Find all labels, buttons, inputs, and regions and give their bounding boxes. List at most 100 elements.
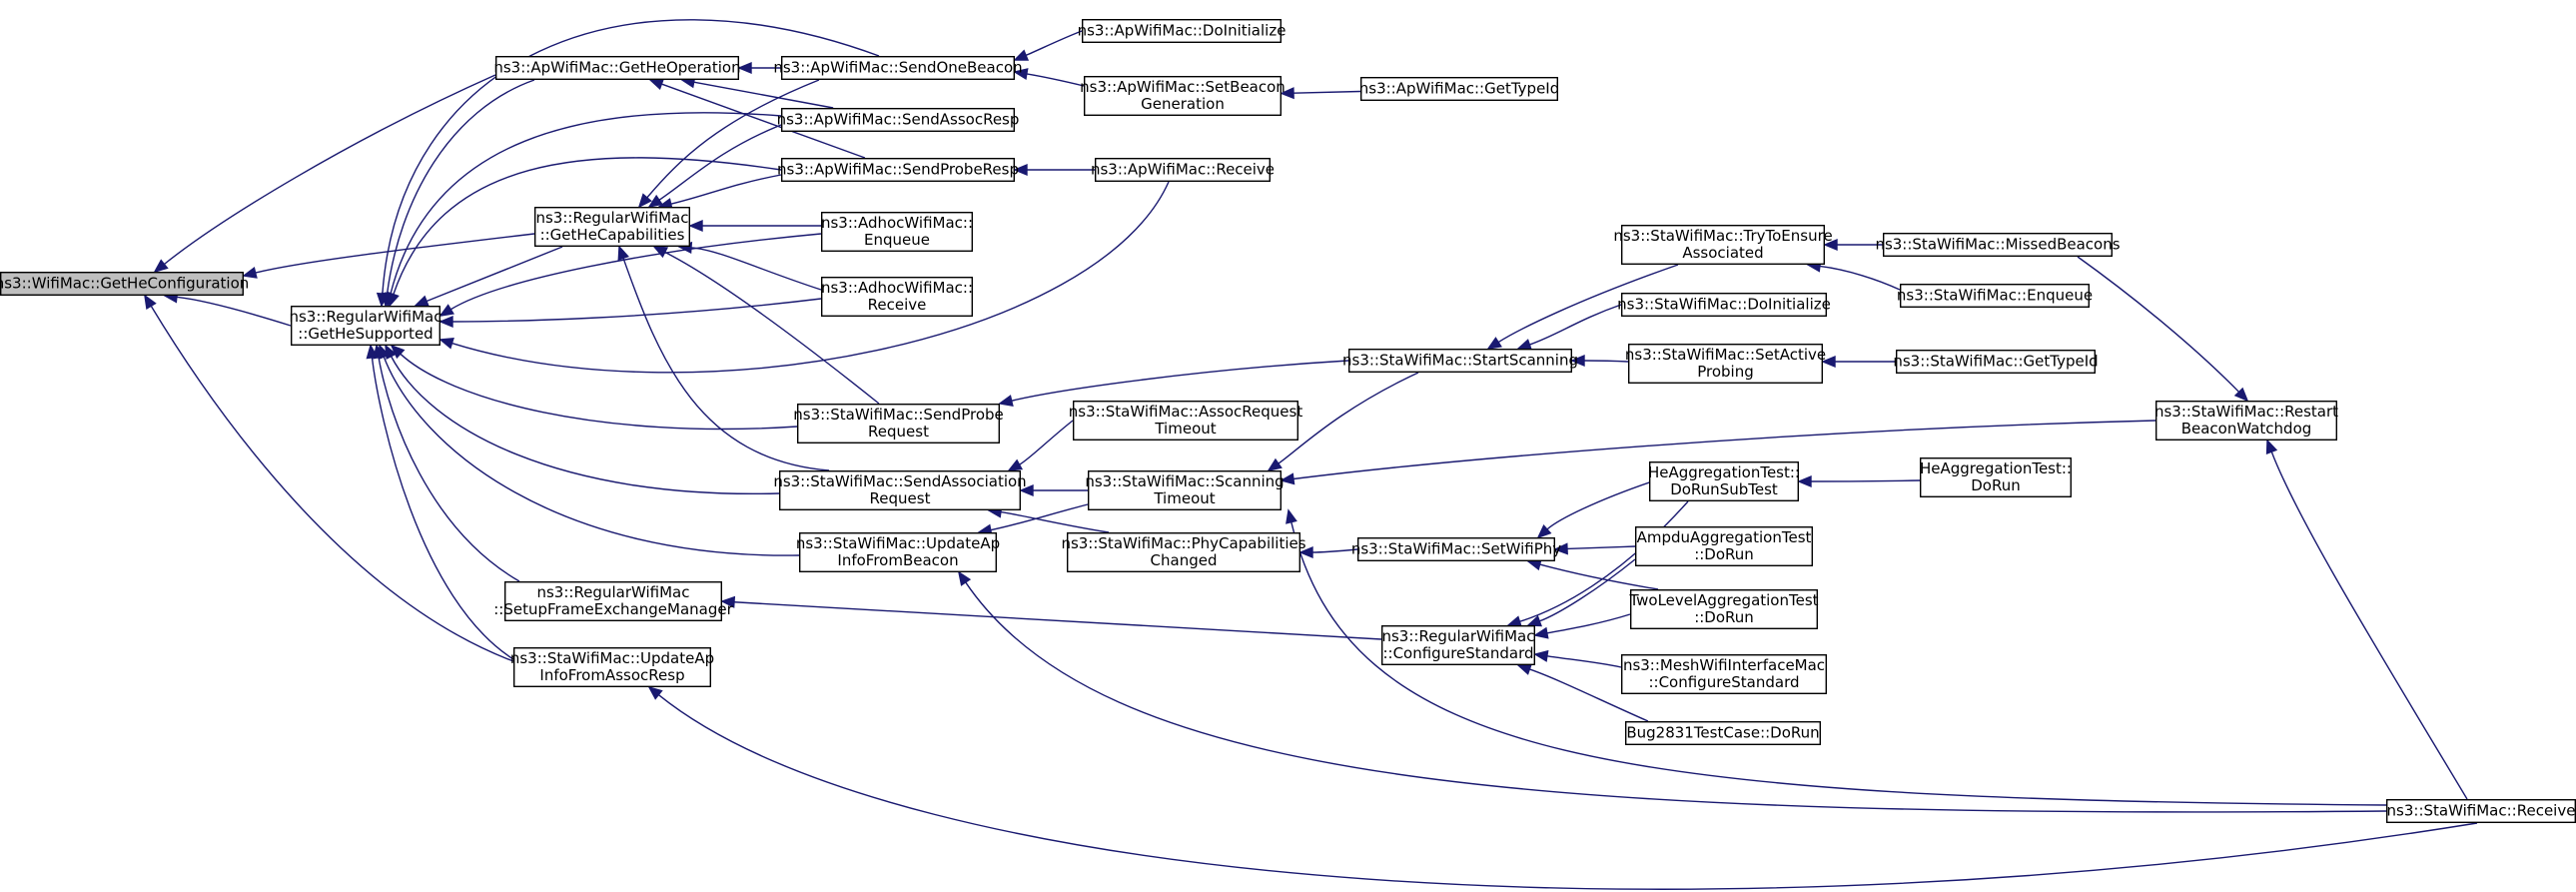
node-sta_startscanning[interactable]: ns3::StaWifiMac::StartScanning [1342, 349, 1578, 374]
edge-bug2831_dorun-to-rw_configurestandard [1516, 663, 1649, 722]
edge-line [382, 19, 880, 295]
edge-line [1546, 478, 1659, 530]
edge-sta_sendassoc-to-rw_gethecapabilities [617, 245, 830, 471]
edge-line [163, 74, 496, 266]
edge-ap_receive-to-rw_gethesupported [438, 181, 1170, 374]
node-ap_sendonebeacon[interactable]: ns3::ApWifiMac::SendOneBeacon [773, 56, 1023, 81]
edge-arrowhead [652, 246, 669, 259]
edge-line [393, 157, 782, 295]
edge-arrowhead [1553, 542, 1568, 555]
node-ampdu_dorun[interactable]: AmpduAggregationTest::DoRun [1634, 526, 1813, 567]
edge-sta_trytoensure-to-sta_startscanning [1486, 264, 1679, 350]
node-sta_missedbeacons[interactable]: ns3::StaWifiMac::MissedBeacons [1875, 232, 2121, 257]
edge-arrowhead [1013, 49, 1030, 61]
node-ap_gettypeid[interactable]: ns3::ApWifiMac::GetTypeId [1359, 76, 1560, 101]
node-sta_enqueue[interactable]: ns3::StaWifiMac::Enqueue [1897, 284, 2093, 309]
edge-sta_updateap_assoc-to-root [144, 294, 514, 662]
edge-line [383, 356, 800, 556]
node-rw_gethesupported[interactable]: ns3::RegularWifiMac::GetHeSupported [289, 306, 442, 347]
edge-sta_receive-to-sta_updateap_beacon [957, 570, 2387, 813]
edge-line [1000, 510, 1110, 533]
node-label: BeaconWatchdog [2181, 420, 2312, 438]
node-mesh_configurestandard[interactable]: ns3::MeshWifiInterfaceMac::ConfigureStan… [1620, 654, 1827, 695]
node-adhoc_enqueue[interactable]: ns3::AdhocWifiMac::Enqueue [821, 211, 973, 252]
edge-arrowhead [1821, 355, 1836, 369]
node-heagg_dorun[interactable]: HeAggregationTest::DoRun [1919, 457, 2072, 498]
edge-line [150, 305, 514, 662]
edge-sta_missedbeacons-to-sta_restartbeacon [2077, 256, 2249, 403]
node-label: ns3::StaWifiMac::SendAssociation [773, 472, 1026, 490]
node-label: Associated [1682, 244, 1763, 262]
node-ap_doinitialize[interactable]: ns3::ApWifiMac::DoInitialize [1078, 19, 1287, 44]
node-ap_receive[interactable]: ns3::ApWifiMac::Receive [1091, 157, 1275, 182]
edge-sta_setactiveprobing-to-sta_startscanning [1570, 354, 1629, 368]
node-box [1087, 470, 1282, 511]
node-box [797, 404, 1001, 445]
node-label: ns3::ApWifiMac::Receive [1091, 161, 1275, 179]
node-label: ns3::StaWifiMac::UpdateAp [796, 534, 1000, 552]
node-sta_gettypeid[interactable]: ns3::StaWifiMac::GetTypeId [1893, 350, 2099, 375]
node-sta_receive[interactable]: ns3::StaWifiMac::Receive [2385, 799, 2576, 824]
edge-line [378, 357, 520, 582]
node-rw_setupframe[interactable]: ns3::RegularWifiMac::SetupFrameExchangeM… [493, 581, 734, 622]
edge-arrowhead [438, 315, 453, 329]
node-heagg_dorunsubtest[interactable]: HeAggregationTest::DoRunSubTest [1648, 461, 1800, 502]
node-box [1620, 293, 1827, 318]
edge-sta_receive-to-sta_restartbeacon [2265, 439, 2468, 800]
edge-line [646, 79, 820, 199]
node-ap_sendassocresp[interactable]: ns3::ApWifiMac::SendAssocResp [777, 107, 1020, 132]
edge-ap_sendproberesp-to-ap_getheoperation [648, 78, 866, 159]
node-label: Receive [868, 296, 927, 314]
node-sta_doinitialize[interactable]: ns3::StaWifiMac::DoInitialize [1617, 293, 1831, 318]
node-sta_updateap_assoc[interactable]: ns3::StaWifiMac::UpdateApInfoFromAssocRe… [510, 647, 714, 688]
edge-arrowhead [1280, 87, 1294, 100]
edge-arrowhead [1797, 474, 1812, 488]
edge-adhoc_receive-to-rw_gethesupported [438, 298, 822, 329]
node-label: ns3::RegularWifiMac [289, 308, 441, 326]
node-sta_setwifiphy[interactable]: ns3::StaWifiMac::SetWifiPhy [1351, 537, 1561, 562]
edge-sta_scanningtimeout-to-sta_sendassoc [1019, 483, 1089, 497]
edge-layer [144, 19, 2478, 890]
edge-sta_enqueue-to-sta_trytoensure [1806, 260, 1901, 291]
edge-arrowhead [617, 245, 629, 261]
edge-line [390, 356, 780, 495]
edge-arrowhead [1533, 649, 1549, 662]
edge-arrowhead [637, 193, 652, 209]
node-ap_sendproberesp[interactable]: ns3::ApWifiMac::SendProbeResp [777, 157, 1019, 182]
node-box [781, 157, 1016, 182]
node-label: ns3::ApWifiMac::GetHeOperation [493, 59, 740, 77]
node-box [291, 306, 441, 347]
edge-line [733, 601, 1382, 640]
node-label: ns3::StaWifiMac::TryToEnsure [1613, 227, 1832, 245]
edge-line [1566, 545, 1636, 550]
edge-line [451, 181, 1170, 374]
edge-line [1583, 360, 1629, 363]
edge-arrowhead [242, 267, 258, 279]
node-adhoc_receive[interactable]: ns3::AdhocWifiMac::Receive [821, 277, 973, 318]
node-label: ns3::MeshWifiInterfaceMac [1623, 656, 1825, 674]
node-label: ns3::StaWifiMac::SetActive [1625, 346, 1826, 364]
edge-sta_sendprobe-to-rw_gethesupported [390, 344, 798, 431]
node-ap_getheoperation[interactable]: ns3::ApWifiMac::GetHeOperation [493, 56, 741, 81]
node-twolevel_dorun[interactable]: TwoLevelAggregationTest::DoRun [1628, 589, 1819, 630]
node-rw_configurestandard[interactable]: ns3::RegularWifiMac::ConfigureStandard [1380, 625, 1535, 666]
edge-sta_updateap_beacon-to-rw_gethesupported [378, 344, 800, 556]
node-label: ns3::StaWifiMac::Scanning [1085, 472, 1284, 490]
node-label: HeAggregationTest:: [1648, 463, 1800, 481]
node-root[interactable]: ns3::WifiMac::GetHeConfiguration [0, 272, 249, 297]
node-rw_gethecapabilities[interactable]: ns3::RegularWifiMac::GetHeCapabilities [534, 206, 691, 247]
node-bug2831_dorun[interactable]: Bug2831TestCase::DoRun [1624, 721, 1821, 746]
edge-ap_sendonebeacon-to-rw_gethecapabilities [637, 79, 820, 209]
edge-ap_doinitialize-to-ap_sendonebeacon [1013, 30, 1083, 61]
edge-line [690, 247, 822, 291]
